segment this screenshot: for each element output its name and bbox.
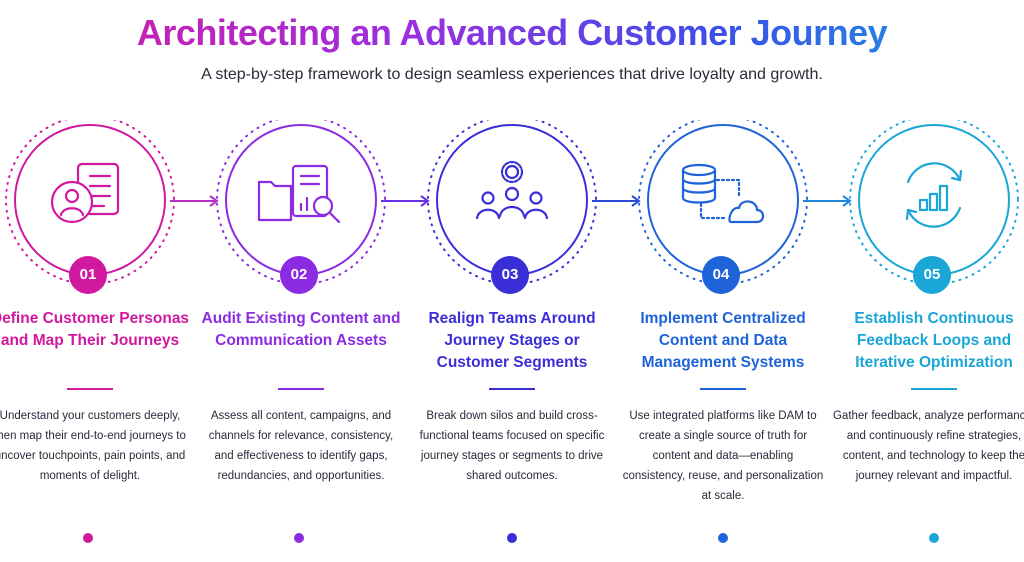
- step-5-badge: 05: [913, 256, 951, 294]
- step-2-divider: [278, 388, 324, 390]
- step-2-badge: 02: [280, 256, 318, 294]
- step-5-ring: 05: [829, 120, 1024, 300]
- step-4-description: Use integrated platforms like DAM to cre…: [622, 410, 824, 502]
- timeline-dot-1: [83, 533, 93, 543]
- timeline-dot-3: [507, 533, 517, 543]
- step-3: 03 Realign Teams Around Journey Stages o…: [407, 0, 617, 562]
- step-4-ring: 04: [618, 120, 828, 300]
- step-3-badge: 03: [491, 256, 529, 294]
- step-3-title: Realign Teams Around Journey Stages or C…: [428, 310, 596, 371]
- arrow-2-to-3: [381, 195, 430, 207]
- page-title: Architecting an Advanced Customer Journe…: [0, 12, 1024, 54]
- step-1-description: Understand your customers deeply, then m…: [0, 410, 186, 482]
- timeline-dot-4: [718, 533, 728, 543]
- step-2-title: Audit Existing Content and Communication…: [201, 310, 401, 349]
- step-3-description: Break down silos and build cross-functio…: [419, 410, 605, 482]
- database-cloud-icon: [673, 160, 773, 230]
- step-4-divider: [700, 388, 746, 390]
- step-5-title: Establish Continuous Feedback Loops and …: [854, 310, 1014, 371]
- step-5-description: Gather feedback, analyze performance, an…: [832, 410, 1024, 482]
- step-5: 05 Establish Continuous Feedback Loops a…: [829, 0, 1024, 562]
- persona-profile-icon: [40, 160, 140, 230]
- step-1: 01 Define Customer Personas and Map Thei…: [0, 0, 195, 562]
- step-2-description: Assess all content, campaigns, and chann…: [208, 410, 394, 482]
- folder-audit-icon: [251, 160, 351, 230]
- step-3-divider: [489, 388, 535, 390]
- step-3-ring: 03: [407, 120, 617, 300]
- step-2-ring: 02: [196, 120, 406, 300]
- step-4-badge: 04: [702, 256, 740, 294]
- step-1-title: Define Customer Personas and Map Their J…: [0, 310, 190, 349]
- step-1-ring: 01: [0, 120, 195, 300]
- feedback-loop-chart-icon: [884, 160, 984, 230]
- timeline-dot-5: [929, 533, 939, 543]
- team-gear-icon: [462, 160, 562, 230]
- step-1-divider: [67, 388, 113, 390]
- timeline-dot-2: [294, 533, 304, 543]
- bottom-timeline: [83, 533, 939, 543]
- arrow-1-to-2: [170, 195, 219, 207]
- step-2: 02 Audit Existing Content and Communicat…: [196, 0, 406, 562]
- arrow-3-to-4: [592, 195, 641, 207]
- step-4-title: Implement Centralized Content and Data M…: [640, 310, 806, 371]
- step-5-divider: [911, 388, 957, 390]
- step-4: 04 Implement Centralized Content and Dat…: [618, 0, 828, 562]
- page-subtitle: A step-by-step framework to design seaml…: [201, 66, 823, 83]
- arrow-4-to-5: [803, 195, 852, 207]
- step-1-badge: 01: [69, 256, 107, 294]
